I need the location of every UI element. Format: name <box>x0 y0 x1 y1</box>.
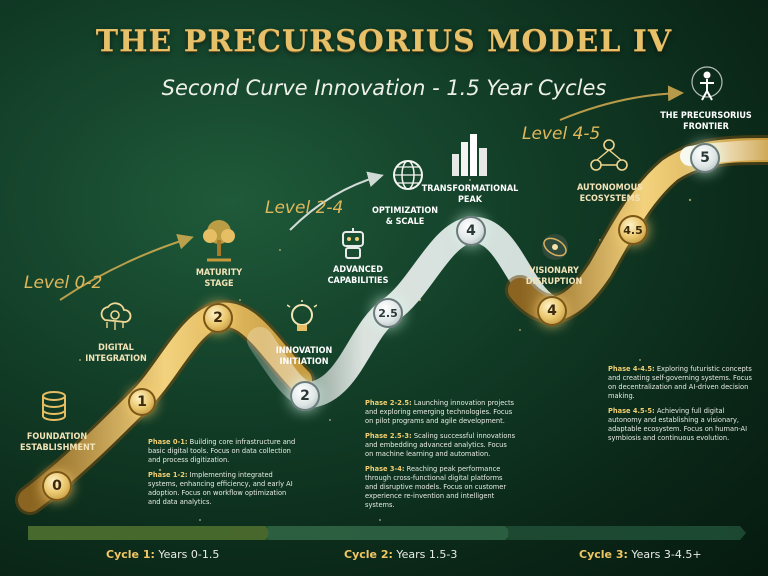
stage-visionary: VISIONARY DISRUPTION <box>525 266 583 287</box>
phase-group-3: Phase 4-4.5: Exploring futuristic concep… <box>608 364 760 448</box>
node-1: 1 <box>128 388 156 416</box>
stage-foundation: FOUNDATION ESTABLISHMENT <box>20 432 96 453</box>
cycle-1: Cycle 1: Years 0-1.5 <box>106 548 220 561</box>
stage-advanced: ADVANCED CAPABILITIES <box>327 265 389 286</box>
node-0: 0 <box>42 471 72 501</box>
page-subtitle: Second Curve Innovation - 1.5 Year Cycle… <box>161 76 607 100</box>
level-label-0-2: Level 0-2 <box>24 273 103 293</box>
tree-icon <box>203 220 235 262</box>
phase-3-4: Phase 3-4: Reaching peak performance thr… <box>365 464 507 509</box>
stage-autonomous: AUTONOMOUS ECOSYSTEMS <box>577 183 643 204</box>
node-2-innovation: 2 <box>290 381 320 411</box>
node-2: 2 <box>203 303 233 333</box>
human-figure-icon <box>691 66 723 101</box>
phase-group-1: Phase 0-1: Building core infrastructure … <box>148 437 296 512</box>
level-label-4-5: Level 4-5 <box>522 124 601 144</box>
page-title: THE PRECURSORIUS MODEL IV <box>95 24 673 59</box>
level-arrow-1 <box>59 233 194 301</box>
phase-4-5-5: Phase 4.5-5: Achieving full digital auto… <box>608 406 748 442</box>
galaxy-icon <box>542 234 568 260</box>
phase-group-2: Phase 2-2.5: Launching innovation projec… <box>365 398 517 515</box>
node-4-peak: 4 <box>456 216 486 246</box>
node-4-visionary: 4 <box>537 296 567 326</box>
phase-2-2-5: Phase 2-2.5: Launching innovation projec… <box>365 398 515 425</box>
phase-0-1: Phase 0-1: Building core infrastructure … <box>148 437 296 464</box>
phase-1-2: Phase 1-2: Implementing integrated syste… <box>148 470 293 506</box>
level-arrow-2 <box>289 171 384 231</box>
stage-maturity: MATURITY STAGE <box>195 268 243 289</box>
stage-innovation: INNOVATION INITIATION <box>275 346 333 367</box>
city-icon <box>452 134 487 176</box>
phase-4-4-5: Phase 4-4.5: Exploring futuristic concep… <box>608 364 752 400</box>
node-4-5: 4.5 <box>618 215 648 245</box>
cycle-2: Cycle 2: Years 1.5-3 <box>344 548 458 561</box>
database-icon <box>42 391 66 421</box>
stage-transformational: TRANSFORMATIONAL PEAK <box>421 184 519 205</box>
cycle-3: Cycle 3: Years 3-4.5+ <box>579 548 702 561</box>
level-arrow-3 <box>559 85 684 121</box>
cloud-gear-icon <box>100 302 132 330</box>
stage-optimization: OPTIMIZATION & SCALE <box>371 206 439 227</box>
phase-2-5-3: Phase 2.5-3: Scaling successful innovati… <box>365 431 516 458</box>
level-label-2-4: Level 2-4 <box>265 198 344 218</box>
network-icon <box>590 139 628 171</box>
robot-icon <box>342 228 364 259</box>
stage-frontier: THE PRECURSORIUS FRONTIER <box>660 111 752 132</box>
node-2-5: 2.5 <box>373 298 403 328</box>
stage-digital-integration: DIGITAL INTEGRATION <box>85 343 147 364</box>
node-5: 5 <box>690 143 720 173</box>
lightbulb-icon <box>287 300 317 331</box>
globe-icon <box>393 160 423 190</box>
